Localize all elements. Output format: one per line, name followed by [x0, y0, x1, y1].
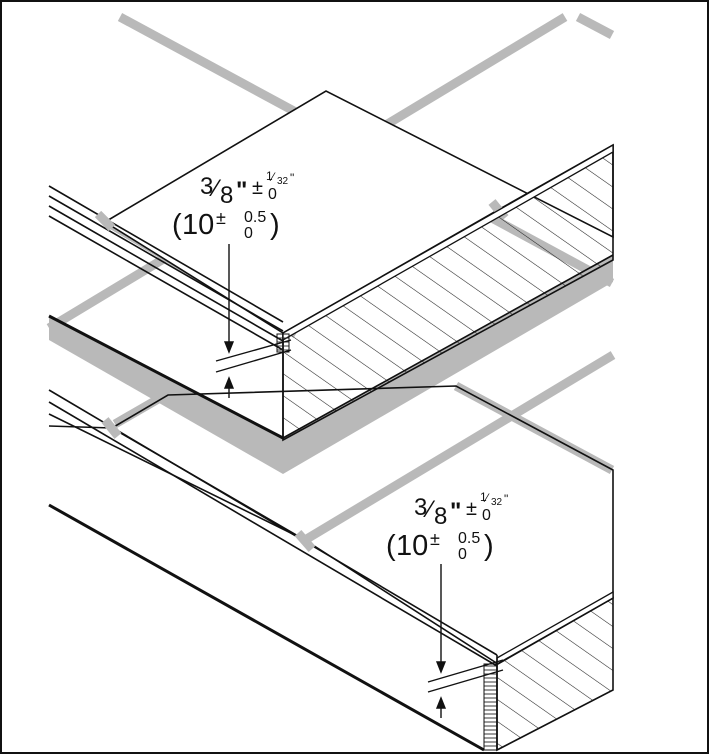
bottom-tile-surface — [48, 385, 614, 667]
top-fraction-den: 8 — [220, 182, 233, 209]
bottom-dimension-label: 3 ⁄ 8 " ± 1 ⁄ 32 " 0 ( 10 ± 0.5 0 ) — [386, 490, 508, 563]
top-metric-value: 10 — [182, 209, 214, 241]
bottom-fraction-num: 3 — [414, 494, 427, 521]
bottom-tol-upper-inch: " — [504, 492, 508, 506]
top-metric-tol-upper: 0.5 — [244, 209, 266, 226]
bottom-metric-tol-lower: 0 — [458, 546, 467, 563]
bottom-tol-lower: 0 — [482, 507, 491, 524]
top-shadow-band — [49, 255, 613, 474]
top-tol-upper-den: 32 — [277, 176, 289, 187]
top-tol-slash: ⁄ — [269, 170, 276, 184]
top-tol-upper-num: 1 — [266, 169, 273, 183]
bottom-metric-tol-upper: 0.5 — [458, 530, 480, 547]
top-inch-mark: " — [236, 177, 247, 204]
bottom-paren-close: ) — [484, 530, 494, 562]
top-assembly — [46, 13, 615, 474]
top-fraction-num: 3 — [200, 173, 213, 200]
bottom-metric-pm: ± — [430, 529, 440, 549]
bottom-metric-value: 10 — [396, 530, 428, 562]
top-tol-upper-inch: " — [290, 171, 294, 185]
bottom-pm-sign: ± — [466, 498, 477, 520]
bottom-dimension-marks — [427, 564, 504, 718]
bottom-tol-upper-den: 32 — [491, 497, 503, 508]
top-paren-close: ) — [270, 209, 280, 241]
bottom-fraction-den: 8 — [434, 503, 447, 530]
bottom-tol-slash: ⁄ — [483, 491, 490, 505]
top-dimension-marks — [215, 244, 292, 398]
top-tol-lower: 0 — [268, 186, 277, 203]
top-paren-open: ( — [172, 209, 182, 241]
top-pm-sign: ± — [252, 177, 263, 199]
bottom-paren-open: ( — [386, 530, 396, 562]
bottom-inch-mark: " — [450, 498, 461, 525]
top-metric-pm: ± — [216, 208, 226, 228]
top-metric-tol-lower: 0 — [244, 225, 253, 242]
bottom-tol-upper-num: 1 — [480, 490, 487, 504]
bottom-assembly — [48, 351, 616, 752]
